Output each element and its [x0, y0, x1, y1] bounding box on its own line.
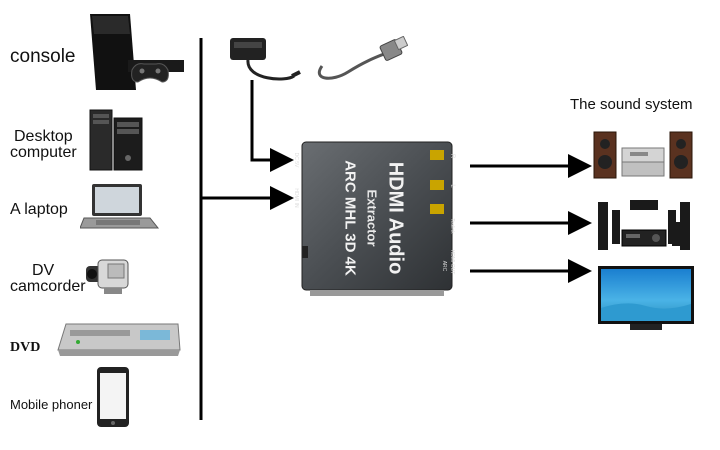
- extractor-title-line2: Extractor: [364, 189, 380, 247]
- stereo-speakers-icon: [592, 128, 696, 182]
- camcorder-icon: [84, 254, 136, 298]
- port-l: L: [449, 184, 455, 188]
- label-mobile: Mobile phoner: [10, 397, 93, 412]
- port-hdmi-in: HDMI IN: [293, 188, 299, 208]
- label-console: console: [10, 46, 76, 67]
- hdmi-audio-extractor: [300, 140, 460, 300]
- home-theater-icon: [596, 194, 692, 254]
- port-hdmi-out: HDMI OUT: [449, 249, 455, 275]
- game-console-icon: [84, 12, 188, 92]
- tv-icon: [596, 264, 696, 334]
- port-r: R: [449, 153, 455, 159]
- label-desktop-line1: Desktop: [14, 128, 73, 145]
- power-adapter-icon: [226, 36, 302, 88]
- extractor-title-line1: HDMI Audio: [384, 161, 407, 275]
- label-laptop: A laptop: [10, 201, 68, 218]
- label-desktop-line2: computer: [10, 144, 77, 161]
- label-dv-line1: DV: [32, 262, 55, 279]
- desktop-computer-icon: [88, 108, 146, 174]
- usb-cable-icon: [312, 36, 408, 84]
- power-to-dc-arrow: [250, 80, 294, 172]
- dvd-player-icon: [56, 320, 182, 360]
- laptop-icon: [80, 182, 160, 230]
- sound-system-title: The sound system: [570, 96, 693, 113]
- label-dvd: DVD: [10, 340, 41, 355]
- port-arc: ARC: [441, 260, 447, 272]
- extractor-title-line3: ARC MHL 3D 4K: [341, 160, 359, 276]
- port-toslink: Toslink: [449, 218, 455, 234]
- mobile-phone-icon: [96, 366, 130, 428]
- port-dc-5v: DC 5V: [293, 152, 299, 168]
- label-dv-line2: camcorder: [10, 278, 86, 295]
